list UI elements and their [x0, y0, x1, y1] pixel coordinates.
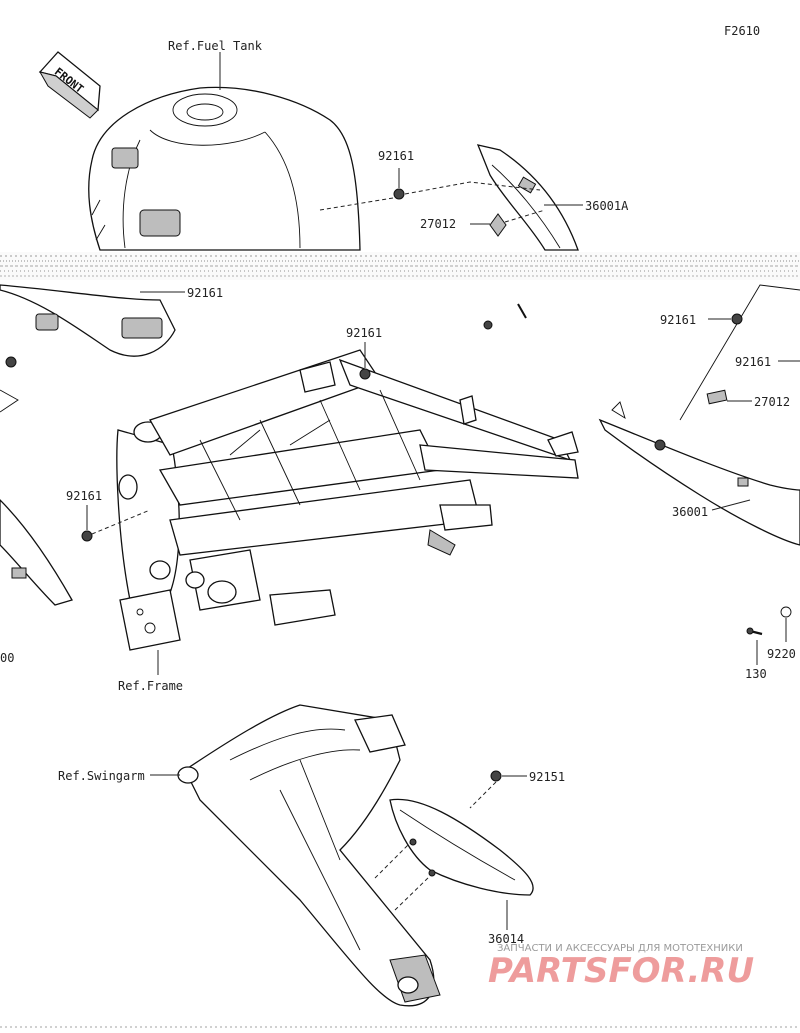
ref-frame-label: Ref.Frame: [118, 679, 183, 693]
grommet-92161-mid-icon: [359, 368, 371, 380]
ref-swingarm-label: Ref.Swingarm: [58, 769, 145, 783]
callout-130: 130: [745, 667, 767, 681]
callout-92161-top: 92161: [378, 149, 414, 163]
grommet-92151-icon: [490, 770, 502, 782]
ref-fuel-tank-label: Ref.Fuel Tank: [168, 39, 263, 53]
chain-guard-36014-drawing: [389, 798, 534, 896]
watermark: ЗАПЧАСТИ И АКСЕССУАРЫ ДЛЯ МОТОТЕХНИКИ PA…: [488, 943, 754, 991]
figure-code: F2610: [724, 24, 760, 38]
callout-92161-mid: 92161: [346, 326, 382, 340]
callout-36001: 36001: [672, 505, 708, 519]
grommet-92161-lower-icon: [81, 530, 93, 542]
scan-artifact-band: [0, 252, 800, 280]
grommet-92161-top-icon: [393, 188, 405, 200]
fuel-tank-drawing: [88, 52, 361, 251]
callout-00-left: 00: [0, 651, 14, 665]
callout-9220: 9220: [767, 647, 796, 661]
callout-92161-lower: 92161: [66, 489, 102, 503]
callout-92161-left: 92161: [187, 286, 223, 300]
bolt-130-icon: [746, 627, 763, 636]
frame-drawing: [116, 349, 579, 651]
callout-92161-right1: 92161: [660, 313, 696, 327]
front-arrow-icon: FRONT: [38, 51, 101, 119]
bolt-top-center-icon: [483, 303, 527, 330]
watermark-subtitle: ЗАПЧАСТИ И АКСЕССУАРЫ ДЛЯ МОТОТЕХНИКИ: [497, 943, 743, 954]
washer-9220-icon: [780, 606, 792, 618]
label-27012-top-icon: [489, 213, 507, 237]
side-cover-36001a-drawing: [476, 144, 579, 251]
watermark-brand: PARTSFOR.RU: [488, 951, 754, 991]
callout-92161-right2: 92161: [735, 355, 771, 369]
grommet-92161-right1-icon: [731, 313, 743, 325]
side-cover-36001-drawing: [598, 284, 800, 546]
callout-92151: 92151: [529, 770, 565, 784]
callout-27012-top: 27012: [420, 217, 456, 231]
callout-36001a: 36001A: [585, 199, 629, 213]
left-cover-drawing: [0, 284, 176, 606]
callout-27012-right: 27012: [754, 395, 790, 409]
swingarm-drawing: [177, 704, 441, 1007]
callout-36014: 36014: [488, 932, 524, 946]
